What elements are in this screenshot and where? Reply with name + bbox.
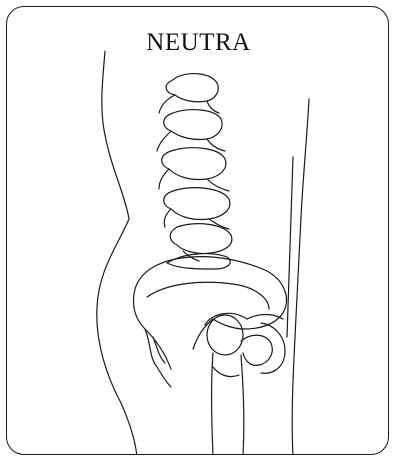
body-outline-back (97, 51, 137, 455)
lesser-trochanter (213, 367, 239, 377)
pelvis-drawing (7, 7, 389, 455)
coccyx (145, 329, 171, 387)
body-outline-front (292, 99, 309, 455)
vertebra-l4 (164, 188, 230, 220)
vertebra-l2 (164, 110, 222, 140)
vertebra-l5 (170, 224, 232, 254)
ischium (261, 323, 285, 373)
illustration-card: NEUTRA (6, 6, 389, 455)
femur-shaft-right (241, 355, 244, 455)
femur-shaft-left (212, 353, 214, 455)
body-outline-front-inner (287, 157, 293, 337)
ilium-wing-inner (147, 282, 269, 309)
femoral-head (207, 315, 243, 355)
vertebra-l3 (162, 148, 226, 180)
vertebra-l1 (166, 74, 218, 102)
greater-trochanter (241, 335, 272, 365)
lumbar-spine (157, 74, 232, 261)
